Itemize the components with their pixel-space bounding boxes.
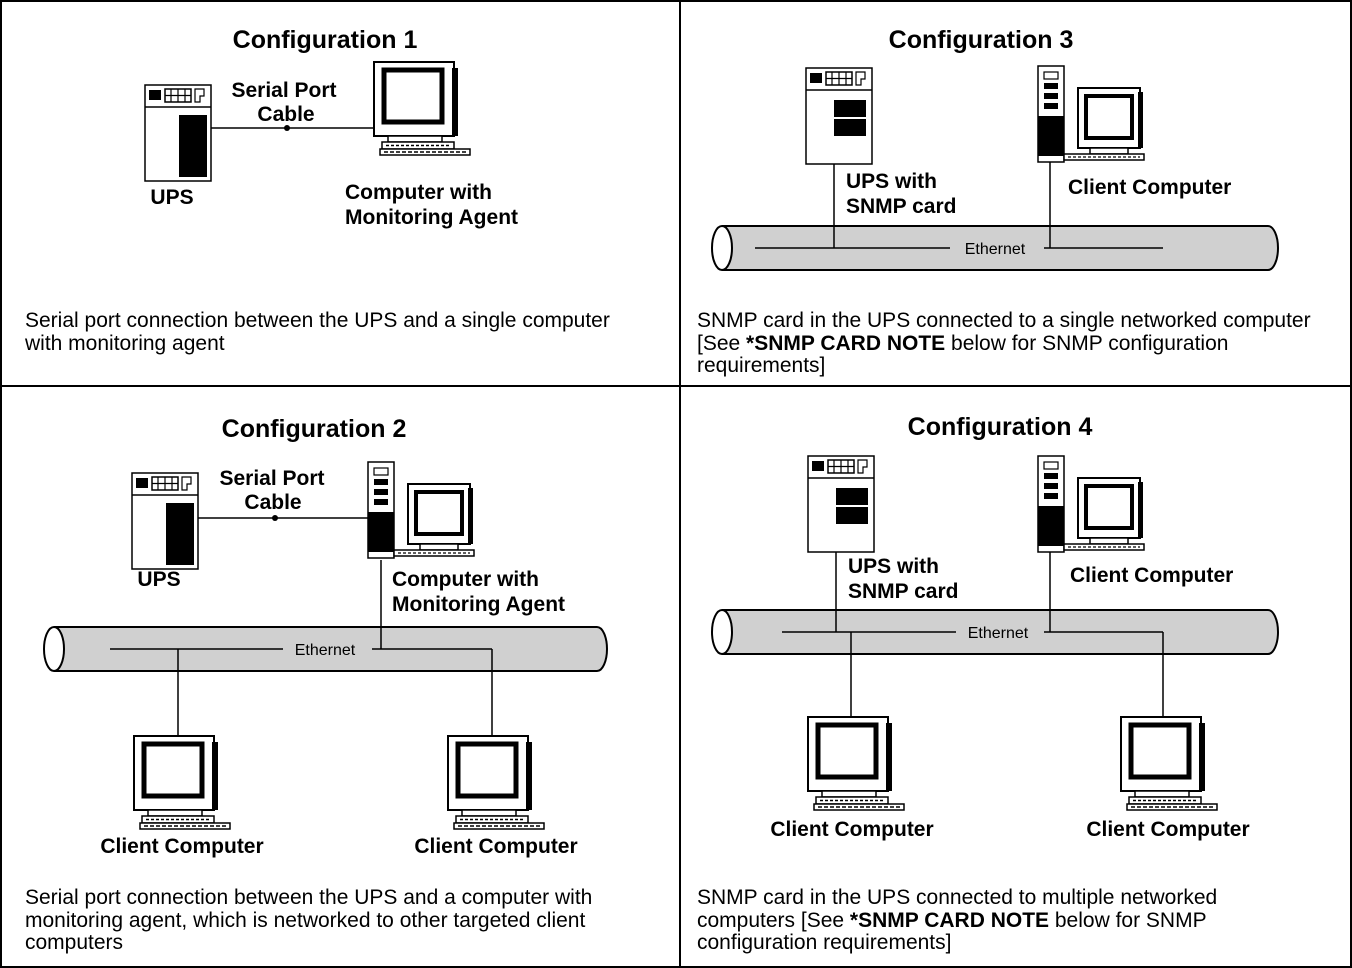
computer-label-line2: Monitoring Agent xyxy=(392,593,565,616)
ethernet-label: Ethernet xyxy=(968,625,1029,642)
client-monitor-icon xyxy=(808,717,904,810)
snmp-card-note-reference: *SNMP CARD NOTE xyxy=(849,908,1050,932)
ethernet-label: Ethernet xyxy=(295,642,356,659)
ethernet-cable-body xyxy=(722,609,1279,655)
ethernet-label: Ethernet xyxy=(965,241,1026,258)
config-1-diagram: Configuration 1 UPS Serial Port Cable Co… xyxy=(144,26,518,229)
client-computer-label: Client Computer xyxy=(414,835,577,858)
computer-label-line1: Computer with xyxy=(345,181,492,204)
client-monitor-icon xyxy=(134,736,230,829)
ups-snmp-label-line2: SNMP card xyxy=(848,580,959,603)
ups-snmp-label-line2: SNMP card xyxy=(846,195,957,218)
description-text: SNMP card in the UPS connected to multip… xyxy=(697,886,1218,932)
ups-snmp-label-line1: UPS with xyxy=(846,170,937,193)
description-text: SNMP card in the UPS connected to a sing… xyxy=(697,309,1311,355)
client-computer-label: Client Computer xyxy=(1070,564,1233,587)
client-computer-label: Client Computer xyxy=(1086,818,1249,841)
config-3-diagram: Configuration 3 Ethernet UPS with SNMP c… xyxy=(711,26,1279,271)
cable-label: Cable xyxy=(244,491,301,514)
computer-label-line1: Computer with xyxy=(392,568,539,591)
client-computer-icon xyxy=(1036,454,1146,554)
config-4-diagram: Configuration 4 Ethernet UPS with SNMP c… xyxy=(711,413,1279,841)
config-3-title: Configuration 3 xyxy=(889,26,1074,54)
ups-icon xyxy=(131,472,199,570)
config-2-description: Serial port connection between the UPS a… xyxy=(25,886,593,954)
client-monitor-icon xyxy=(1121,717,1217,810)
computer-label-line2: Monitoring Agent xyxy=(345,206,518,229)
description-text: below for SNMP configuration requirement… xyxy=(697,908,1207,954)
config-4-description: SNMP card in the UPS connected to multip… xyxy=(697,886,1317,955)
ups-label: UPS xyxy=(137,568,180,591)
config-3-description: SNMP card in the UPS connected to a sing… xyxy=(697,309,1317,378)
config-4-title: Configuration 4 xyxy=(908,413,1093,441)
snmp-card-note-reference: *SNMP CARD NOTE xyxy=(746,331,946,355)
monitor-icon xyxy=(374,62,470,155)
ups-icon xyxy=(144,84,212,182)
ethernet-cable-body xyxy=(54,626,608,672)
client-computer-icon xyxy=(1036,64,1146,164)
client-monitor-icon xyxy=(448,736,544,829)
client-computer-label: Client Computer xyxy=(100,835,263,858)
cable-label: Cable xyxy=(257,103,314,126)
snmp-ups-icon xyxy=(807,455,875,553)
config-1-title: Configuration 1 xyxy=(233,26,418,54)
client-computer-label: Client Computer xyxy=(1068,176,1231,199)
config-1-description: Serial port connection between the UPS a… xyxy=(25,309,610,355)
config-2-title: Configuration 2 xyxy=(222,415,407,443)
serial-port-label: Serial Port xyxy=(231,79,336,102)
description-text: below for SNMP configuration requirement… xyxy=(697,331,1229,377)
snmp-ups-icon xyxy=(805,67,873,165)
serial-port-label: Serial Port xyxy=(219,467,324,490)
monitoring-computer-icon xyxy=(366,460,476,560)
ups-label: UPS xyxy=(150,186,193,209)
ups-snmp-label-line1: UPS with xyxy=(848,555,939,578)
config-2-diagram: Configuration 2 Ethernet Serial Port Cab… xyxy=(43,415,608,858)
ethernet-cable-body xyxy=(722,225,1279,271)
client-computer-label: Client Computer xyxy=(770,818,933,841)
